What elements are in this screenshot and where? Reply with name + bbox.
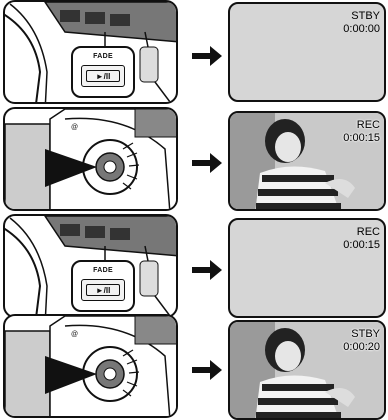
- status-readout: STBY 0:00:20: [343, 328, 380, 354]
- camcorder-dial-illustration: @: [3, 314, 178, 418]
- svg-text:@: @: [71, 124, 78, 131]
- step-4: @ STBY 0:00:20: [0, 314, 388, 419]
- play-pause-button[interactable]: ►/II: [81, 65, 125, 87]
- status-mode: STBY: [343, 10, 380, 23]
- status-mode: STBY: [343, 328, 380, 341]
- status-time: 0:00:00: [343, 23, 380, 36]
- fade-label: FADE: [73, 53, 133, 60]
- status-readout: REC 0:00:15: [343, 226, 380, 252]
- status-time: 0:00:20: [343, 341, 380, 354]
- viewfinder-screen: STBY 0:00:20: [228, 320, 386, 420]
- fade-button-callout: FADE ►/II: [71, 260, 135, 312]
- play-pause-symbol: ►/II: [86, 70, 120, 82]
- viewfinder-screen: REC 0:00:15: [228, 111, 386, 211]
- right-arrow-icon: [190, 358, 224, 382]
- status-readout: REC 0:00:15: [343, 119, 380, 145]
- camcorder-fade-illustration: FADE ►/II: [3, 214, 178, 318]
- play-pause-button[interactable]: ►/II: [81, 279, 125, 301]
- status-time: 0:00:15: [343, 239, 380, 252]
- camcorder-fade-illustration: FADE ►/II: [3, 0, 178, 104]
- play-pause-symbol: ►/II: [86, 284, 120, 296]
- step-1: FADE ►/II STBY 0:00:00: [0, 0, 388, 105]
- status-mode: REC: [343, 226, 380, 239]
- status-time: 0:00:15: [343, 132, 380, 145]
- step-3: FADE ►/II REC 0:00:15: [0, 214, 388, 319]
- status-readout: STBY 0:00:00: [343, 10, 380, 36]
- fade-label: FADE: [73, 267, 133, 274]
- svg-text:@: @: [71, 331, 78, 338]
- camcorder-dial-illustration: @: [3, 107, 178, 211]
- right-arrow-icon: [190, 151, 224, 175]
- fade-button-callout: FADE ►/II: [71, 46, 135, 98]
- right-arrow-icon: [190, 258, 224, 282]
- status-mode: REC: [343, 119, 380, 132]
- step-2: @ REC 0:00:15: [0, 107, 388, 212]
- viewfinder-screen: REC 0:00:15: [228, 218, 386, 318]
- viewfinder-screen: STBY 0:00:00: [228, 2, 386, 102]
- right-arrow-icon: [190, 44, 224, 68]
